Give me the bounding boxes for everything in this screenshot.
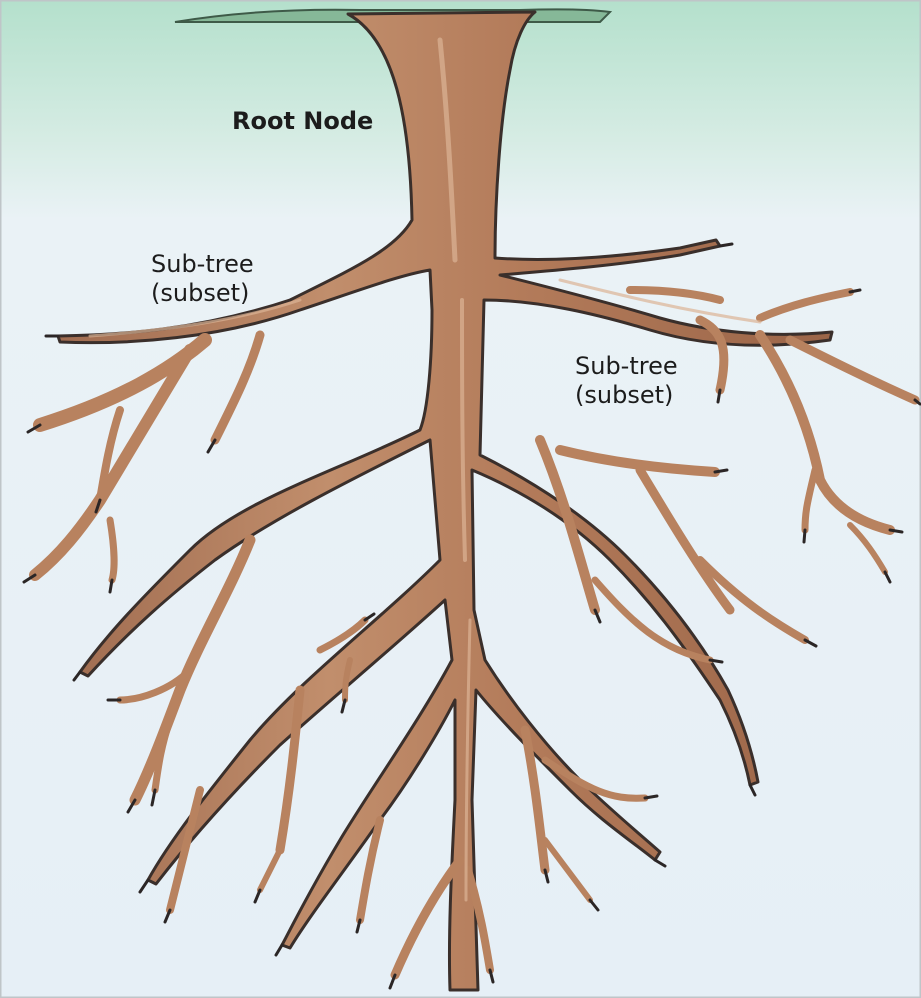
subtree-left-line1: Sub-tree [151, 250, 254, 279]
subtree-right-line1: Sub-tree [575, 352, 678, 381]
subtree-label-right: Sub-tree (subset) [575, 352, 678, 411]
subtree-right-line2: (subset) [575, 381, 678, 410]
subtree-left-line2: (subset) [151, 279, 254, 308]
root-node-label: Root Node [232, 107, 373, 136]
subtree-label-left: Sub-tree (subset) [151, 250, 254, 309]
